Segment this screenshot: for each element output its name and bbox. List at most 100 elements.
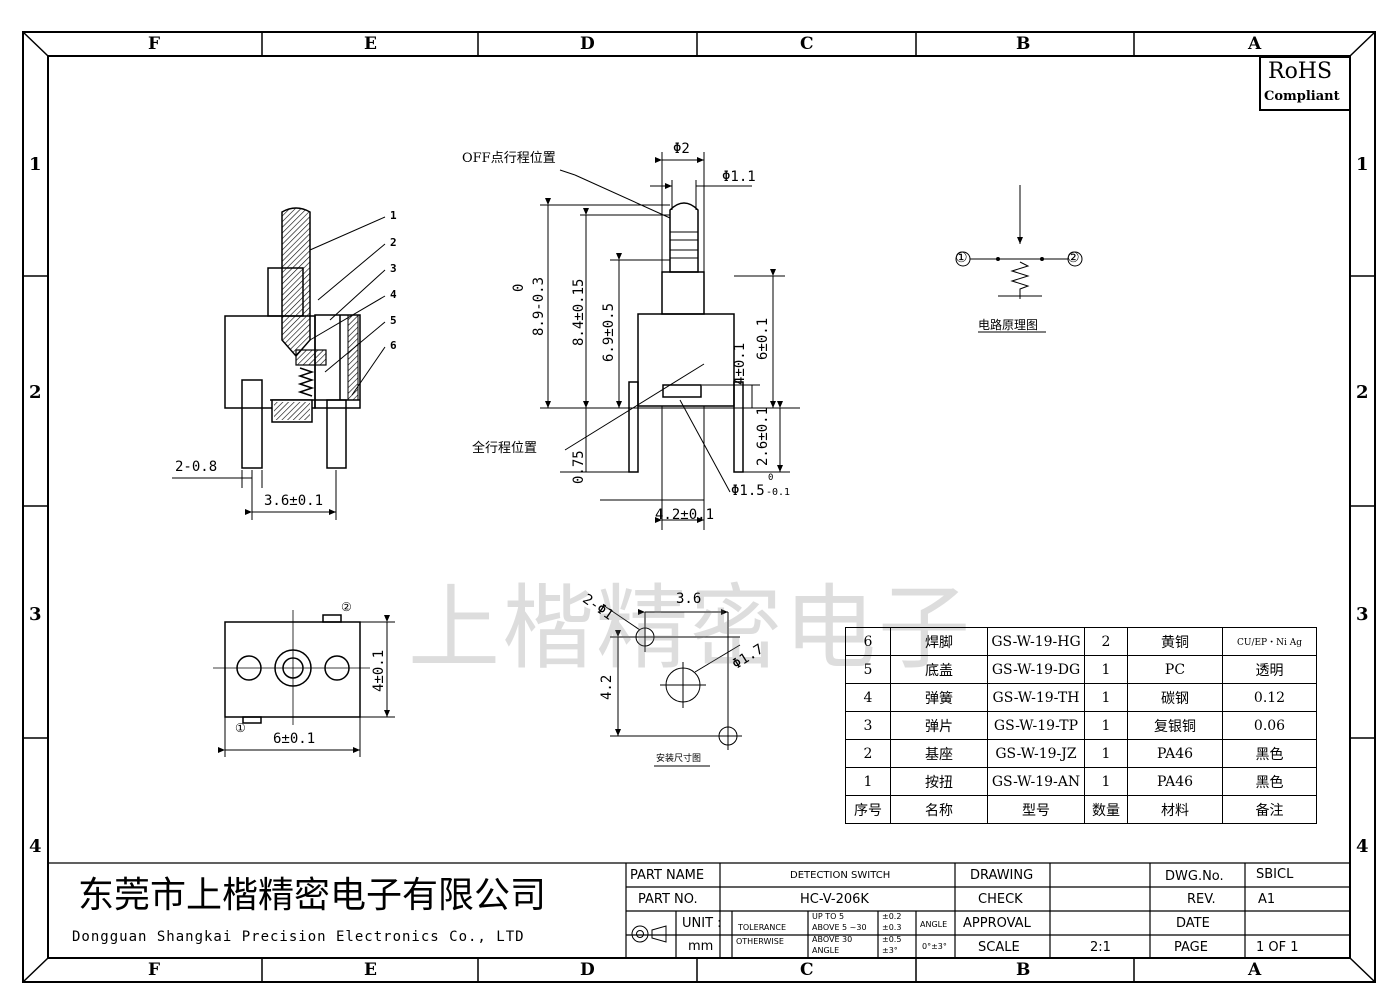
bom-cell: 透明 [1222, 655, 1317, 684]
bom-row: 1 按扭 GS-W-19-AN 1 PA46 黑色 [845, 767, 1317, 796]
company-name-en: Dongguan Shangkai Precision Electronics … [72, 929, 525, 945]
scale-label: SCALE [978, 940, 1020, 955]
bottom-pin-2: ② [341, 600, 352, 614]
date-label: DATE [1176, 916, 1210, 931]
bom-cell: GS-W-19-JZ [987, 739, 1085, 768]
bottom-height-dim: 4±0.1 [371, 649, 387, 692]
bom-row: 3 弹片 GS-W-19-TP 1 复银铜 0.06 [845, 711, 1317, 740]
height-84-dim: 8.4±0.15 [571, 278, 587, 346]
circuit-pin-1: ① [955, 250, 968, 266]
rev-value: A1 [1258, 892, 1276, 907]
bom-cell: 1 [1084, 739, 1128, 768]
otherwise-label: OTHERWISE [736, 937, 784, 946]
bom-table: 6 焊脚 GS-W-19-HG 2 黄铜 CU/EP・Ni Ag 5 底盖 GS… [845, 627, 1317, 824]
bom-cell: 1 [1084, 655, 1128, 684]
part-name-label: PART NAME [630, 868, 705, 883]
height-075-dim: 0.75 [571, 450, 587, 484]
pitch-dim: 3.6±0.1 [264, 493, 324, 509]
rohs-compliant: Compliant [1264, 89, 1340, 104]
bom-cell: 0.06 [1222, 711, 1317, 740]
row-label-3-right: 3 [1356, 604, 1369, 625]
tol-value-4: ±3° [882, 946, 898, 955]
bom-cell: GS-W-19-TP [987, 711, 1085, 740]
height-89-dim: 8.9-0.3 [531, 276, 547, 336]
callout-1: 1 [390, 209, 397, 222]
bom-cell: 1 [845, 767, 891, 796]
bom-cell: PA46 [1127, 739, 1223, 768]
bom-header-cell: 材料 [1127, 795, 1223, 824]
row-label-4-right: 4 [1356, 836, 1369, 857]
bom-cell: 黄铜 [1127, 627, 1223, 656]
height-6-dim: 6±0.1 [755, 317, 771, 360]
tol-value-1: ±0.2 [882, 912, 902, 921]
bom-cell: 黑色 [1222, 767, 1317, 796]
bom-cell: 1 [1084, 711, 1128, 740]
bom-cell: GS-W-19-HG [987, 627, 1085, 656]
row-label-4-left: 4 [29, 836, 42, 857]
callout-2: 2 [390, 236, 397, 249]
bom-cell: 1 [1084, 683, 1128, 712]
circuit-diagram-label: 电路原理图 [978, 318, 1039, 332]
bom-cell: 黑色 [1222, 739, 1317, 768]
bom-header-cell: 数量 [1084, 795, 1128, 824]
bom-cell: 弹片 [890, 711, 988, 740]
col-label-a-bottom: A [1248, 960, 1262, 980]
bom-row: 4 弹簧 GS-W-19-TH 1 碳钢 0.12 [845, 683, 1317, 712]
col-label-c-top: C [800, 34, 814, 54]
bom-cell: 弹簧 [890, 683, 988, 712]
phi11-dim: Φ1.1 [722, 169, 756, 185]
angle-value: 0°±3° [922, 942, 947, 951]
bottom-width-dim: 6±0.1 [273, 731, 316, 747]
bom-header-cell: 序号 [845, 795, 891, 824]
mount-vertical-dim: 4.2 [599, 674, 615, 700]
bottom-pin-1: ① [235, 721, 246, 735]
angle-label: ANGLE [920, 920, 948, 929]
col-label-f-bottom: F [148, 960, 161, 980]
height-26-dim: 2.6±0.1 [755, 406, 771, 466]
row-label-1-left: 1 [29, 154, 42, 175]
tol-range-2: ABOVE 5 ~30 [812, 923, 867, 932]
col-label-b-bottom: B [1016, 960, 1031, 980]
phi15-dim: Φ1.5 [731, 483, 765, 499]
col-label-e-bottom: E [364, 960, 377, 980]
bom-cell: 5 [845, 655, 891, 684]
bom-header-cell: 名称 [890, 795, 988, 824]
row-label-3-left: 3 [29, 604, 42, 625]
bom-cell: PC [1127, 655, 1223, 684]
scale-value: 2:1 [1090, 940, 1111, 955]
bom-cell: 碳钢 [1127, 683, 1223, 712]
drawing-label: DRAWING [970, 868, 1034, 883]
part-no-label: PART NO. [638, 892, 698, 907]
bom-header-cell: 备注 [1222, 795, 1317, 824]
phi15-tol-top: 0 [768, 473, 774, 483]
bom-cell: 6 [845, 627, 891, 656]
callout-5: 5 [390, 314, 397, 327]
mount-spacing-dim: 3.6 [676, 591, 702, 607]
pin-diameter-dim: 2-0.8 [175, 459, 218, 475]
off-stroke-label: OFF点行程位置 [462, 151, 556, 166]
bom-row: 5 底盖 GS-W-19-DG 1 PC 透明 [845, 655, 1317, 684]
part-name-value: DETECTION SWITCH [790, 870, 891, 881]
col-label-f-top: F [148, 34, 161, 54]
company-name-cn: 东莞市上楷精密电子有限公司 [78, 875, 547, 916]
bom-cell: GS-W-19-AN [987, 767, 1085, 796]
row-label-1-right: 1 [1356, 154, 1369, 175]
phi2-dim: Φ2 [673, 141, 690, 157]
width-42-dim: 4.2±0.1 [655, 507, 715, 523]
phi15-tol: -0.1 [766, 487, 791, 498]
tolerance-label: TOLERANCE [738, 923, 787, 932]
height-4-dim: 4±0.1 [732, 342, 748, 385]
callout-3: 3 [390, 262, 397, 275]
part-no-value: HC-V-206K [800, 892, 869, 907]
bom-cell: 3 [845, 711, 891, 740]
bom-cell: 4 [845, 683, 891, 712]
bom-cell: GS-W-19-DG [987, 655, 1085, 684]
full-stroke-label: 全行程位置 [472, 441, 538, 456]
page-value: 1 OF 1 [1256, 940, 1299, 955]
row-label-2-left: 2 [29, 382, 42, 403]
bom-cell: 焊脚 [890, 627, 988, 656]
bom-header-cell: 型号 [987, 795, 1085, 824]
tol-range-3: ABOVE 30 [812, 935, 853, 944]
